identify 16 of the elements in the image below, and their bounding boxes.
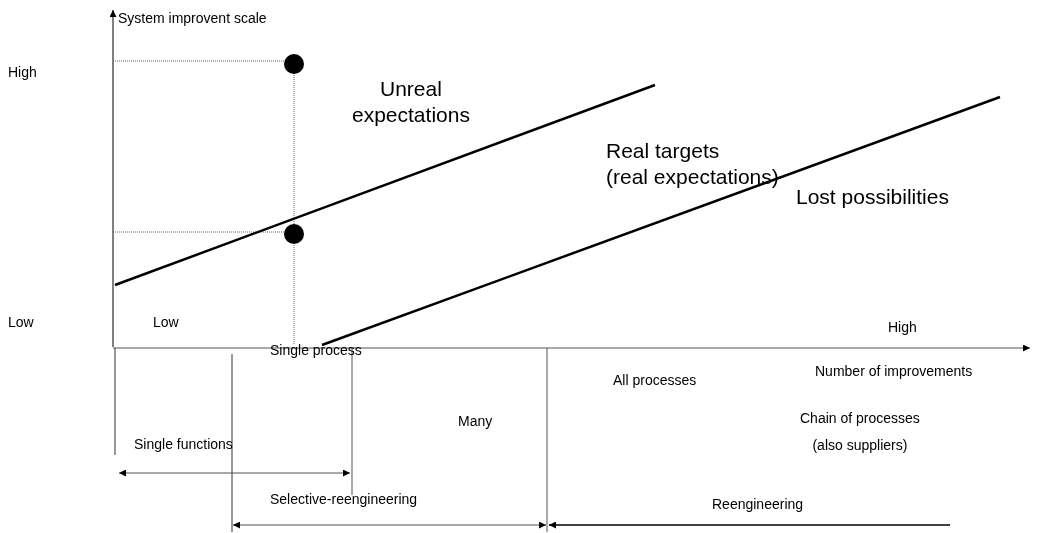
range-label: Reengineering	[712, 496, 804, 514]
range-label: Single process	[270, 342, 362, 360]
axis-title: Number of improvements	[815, 363, 973, 381]
axis-tick-label: Low	[153, 314, 179, 332]
axis-tick-label: High	[8, 64, 37, 82]
axis-title: System improvent scale	[118, 10, 267, 28]
region-label: Lost possibilities	[796, 184, 949, 210]
axis-tick-label: Low	[8, 314, 34, 332]
range-label: Many	[458, 413, 493, 431]
region-label: Unreal expectations	[352, 76, 470, 129]
axis-tick-label: High	[888, 319, 917, 337]
range-label: Selective-reengineering	[270, 491, 418, 509]
range-label: Single functions	[134, 436, 233, 454]
region-label: Real targets (real expectations)	[606, 138, 779, 191]
range-label: Chain of processes (also suppliers)	[800, 409, 920, 455]
range-label: All processes	[613, 372, 697, 390]
